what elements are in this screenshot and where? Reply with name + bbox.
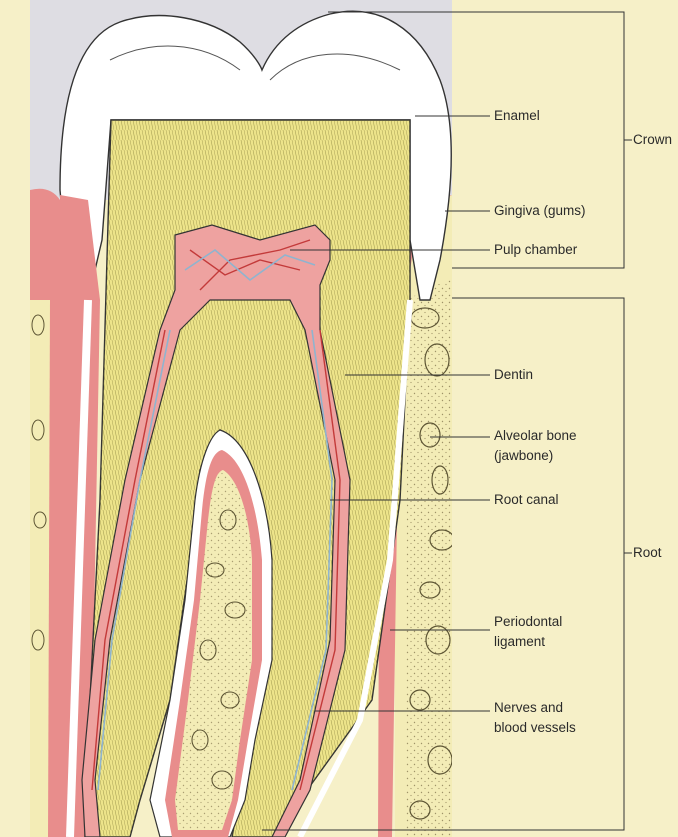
group-label-crown: Crown xyxy=(633,130,672,150)
label-periodontal-ligament: Periodontal ligament xyxy=(494,612,562,652)
group-label-root: Root xyxy=(633,543,662,563)
label-nerves-line2: blood vessels xyxy=(494,720,576,735)
label-nerves-vessels: Nerves and blood vessels xyxy=(494,698,576,738)
left-bone xyxy=(30,300,50,837)
label-gingiva: Gingiva (gums) xyxy=(494,201,586,221)
label-pulp-chamber: Pulp chamber xyxy=(494,240,577,260)
label-nerves-line1: Nerves and xyxy=(494,700,563,715)
label-dentin: Dentin xyxy=(494,365,533,385)
label-enamel: Enamel xyxy=(494,106,540,126)
right-bone-stipple xyxy=(405,280,452,837)
label-alveolar-bone: Alveolar bone (jawbone) xyxy=(494,426,577,466)
label-root-canal: Root canal xyxy=(494,490,559,510)
label-periodontal-line2: ligament xyxy=(494,634,545,649)
label-alveolar-bone-line1: Alveolar bone xyxy=(494,428,577,443)
label-periodontal-line1: Periodontal xyxy=(494,614,562,629)
label-alveolar-bone-line2: (jawbone) xyxy=(494,448,553,463)
